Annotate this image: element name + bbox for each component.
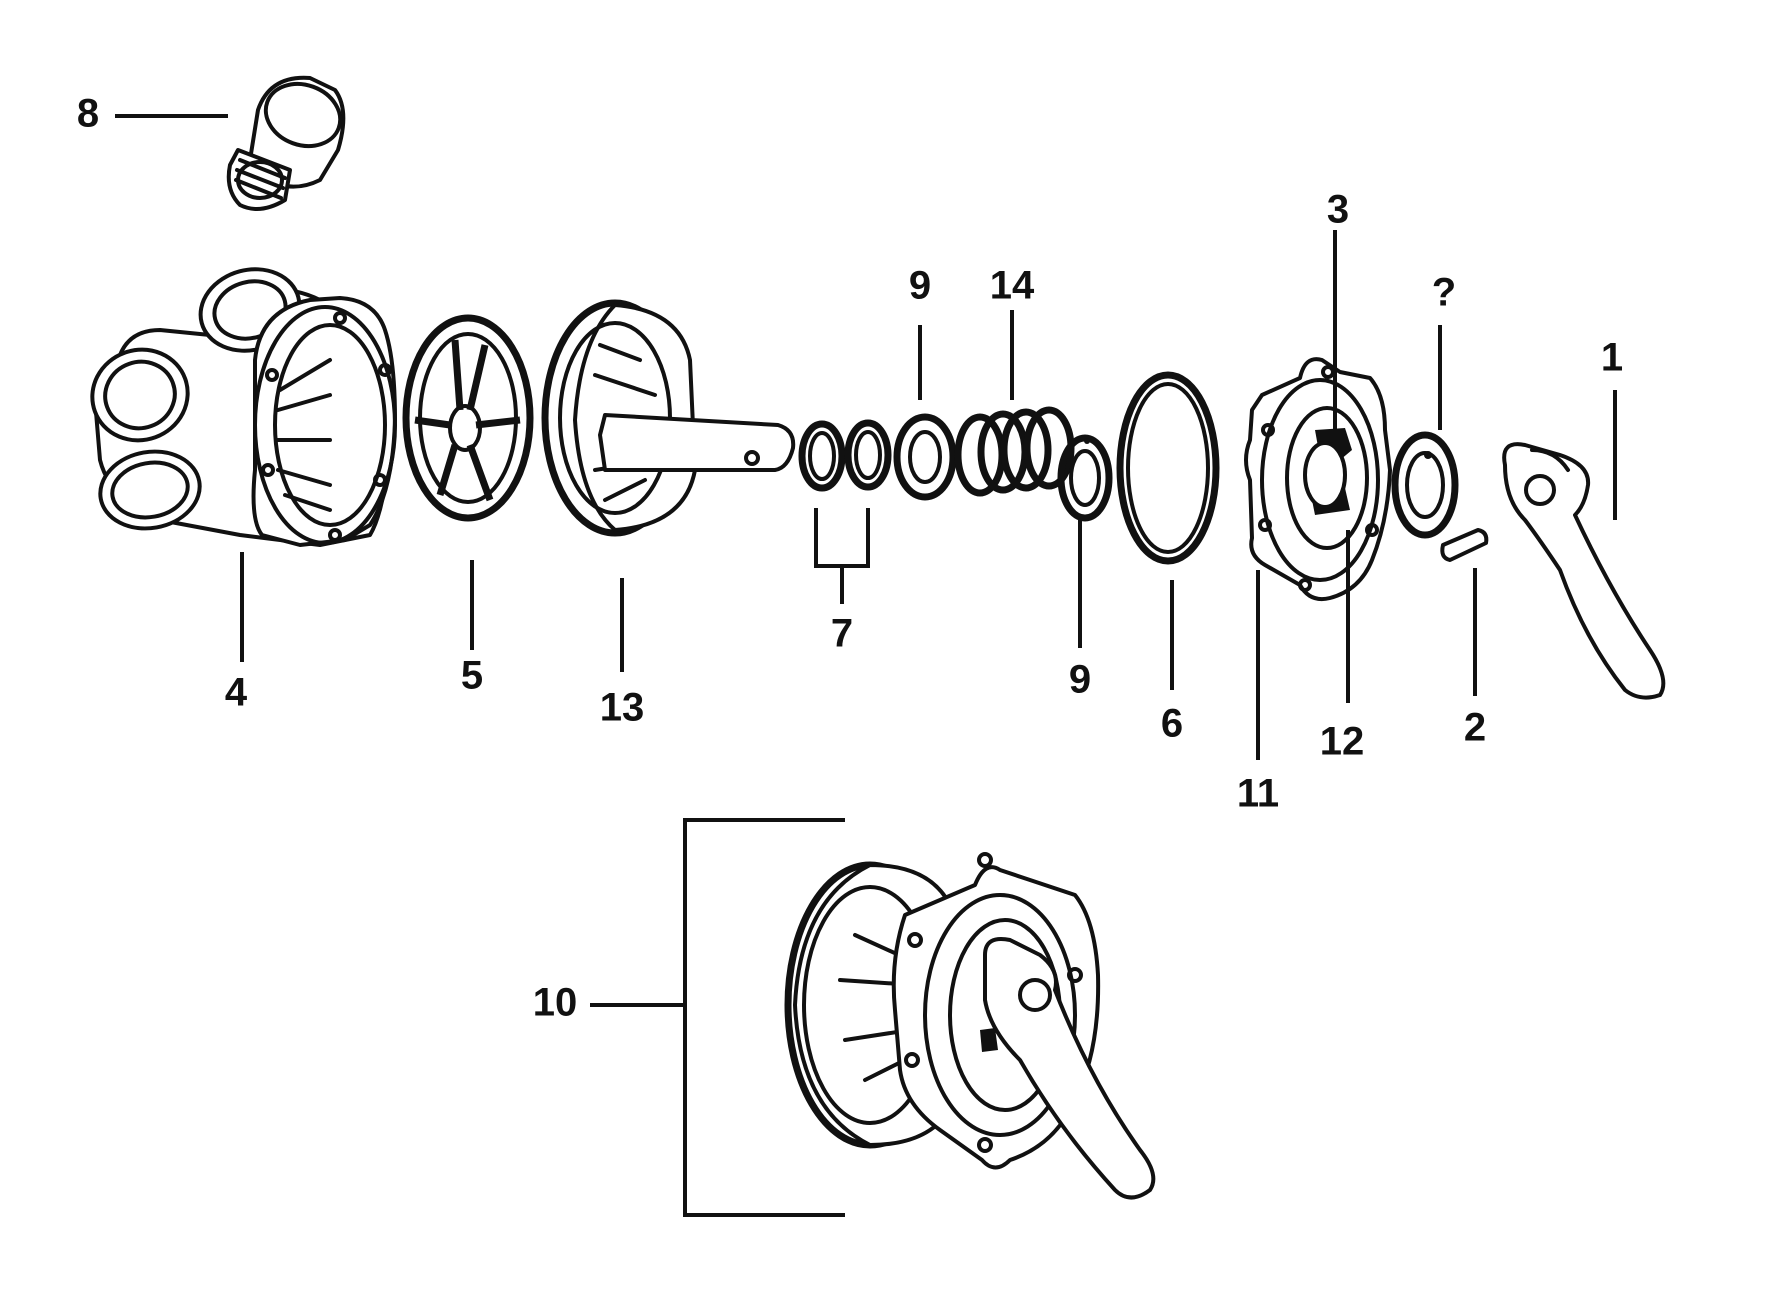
part-unknown-washer — [1391, 431, 1459, 539]
callout-13: 13 — [600, 686, 645, 730]
part-13-rotor-diverter — [541, 299, 796, 537]
callout-6: 6 — [1161, 702, 1183, 746]
bracket-10 — [683, 818, 845, 1217]
part-4-valve-body — [90, 267, 397, 547]
callout-4: 4 — [225, 671, 248, 715]
part-9-washer-top — [893, 413, 957, 501]
callout-11: 11 — [1237, 772, 1279, 816]
part-11-valve-cover — [1244, 357, 1392, 602]
callout-12: 12 — [1320, 720, 1365, 764]
callout-5: 5 — [461, 654, 483, 698]
callout-14: 14 — [990, 264, 1035, 308]
callout-8: 8 — [77, 92, 99, 136]
leader-7 — [814, 508, 870, 604]
callout-9-bottom: 9 — [1069, 658, 1091, 702]
callout-10: 10 — [533, 981, 578, 1025]
part-9-washer-bottom — [1057, 434, 1113, 522]
part-2-pin — [1440, 528, 1489, 562]
callout-2: 2 — [1464, 706, 1486, 750]
callout-9-top: 9 — [909, 264, 931, 308]
part-10-cover-assembly — [784, 852, 1156, 1200]
part-1-handle — [1502, 442, 1666, 700]
callout-1: 1 — [1601, 336, 1623, 380]
part-5-spider-gasket — [402, 314, 534, 522]
callout-3: 3 — [1327, 188, 1349, 232]
callout-unknown: ? — [1432, 271, 1456, 315]
part-8-sight-glass — [226, 75, 346, 211]
part-7-o-rings — [798, 419, 892, 492]
part-14-spring — [954, 406, 1075, 497]
callout-7: 7 — [831, 612, 853, 656]
part-6-large-o-ring — [1116, 371, 1220, 565]
